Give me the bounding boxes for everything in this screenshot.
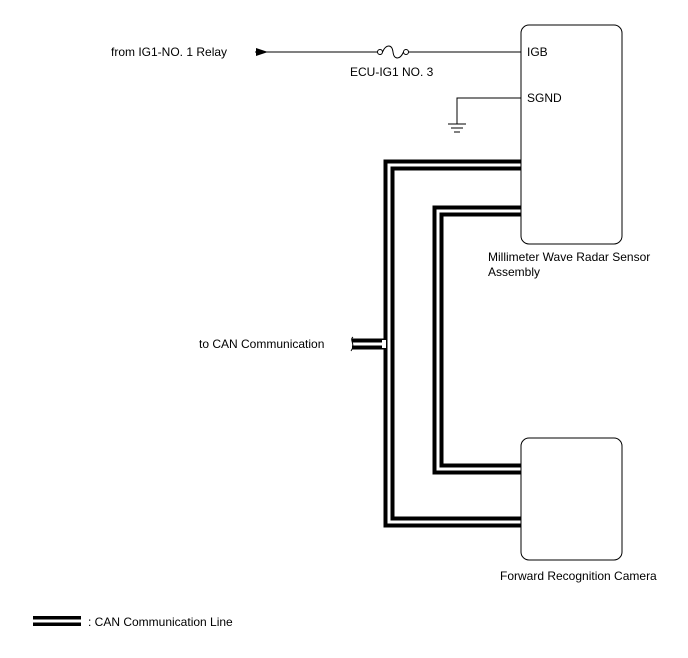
fuse-label: ECU-IG1 NO. 3 [350,65,434,79]
pin-sgnd-label: SGND [527,91,562,105]
pin-igb-label: IGB [527,45,548,59]
camera-box [520,437,623,561]
wavy-break-icon [350,336,354,352]
can-branch [350,336,386,352]
source-label: from IG1-NO. 1 Relay [111,45,227,59]
fuse-icon [377,45,409,59]
radar-sensor-box [520,24,623,245]
legend-label: : CAN Communication Line [88,615,233,629]
camera-name: Forward Recognition Camera [500,569,657,583]
power-feed-wire [255,45,521,59]
can-branch-label: to CAN Communication [199,337,324,351]
ground-wire [448,97,521,133]
ground-icon [448,123,466,133]
feed-arrow-icon [256,48,268,56]
radar-sensor-name-line2: Assembly [488,265,540,279]
can-bus-outer [383,159,521,528]
radar-sensor-name-line1: Millimeter Wave Radar Sensor [488,250,650,264]
can-bus-inner [432,205,521,475]
